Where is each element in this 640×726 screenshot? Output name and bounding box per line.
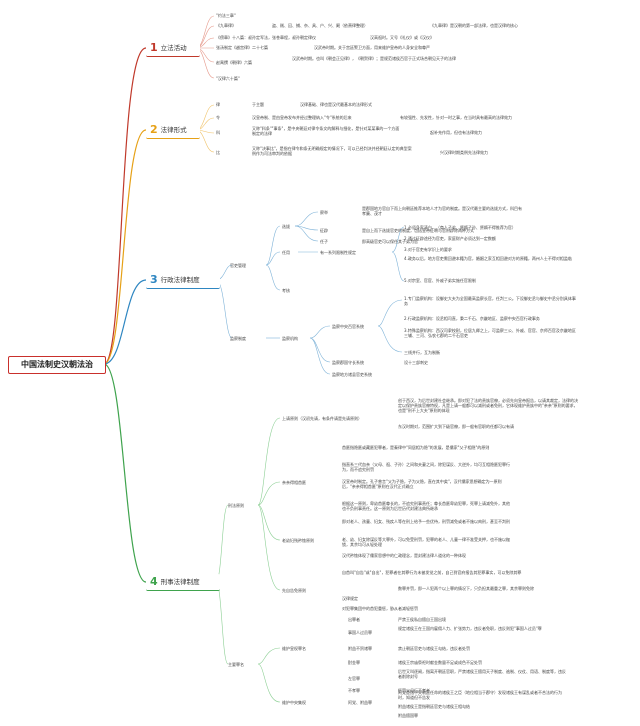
crime-desc: 规定诸侯王在王国内雇佣人力、扩张势力，违反者免职，违反则犯"事国人过员"罪: [398, 626, 542, 631]
form-key: 律: [216, 102, 220, 107]
topic-text: 《傍章》十八篇：叔孙定军法，张苍章程，叔孙朝定律仪: [216, 35, 316, 40]
topic-text: 察举: [320, 210, 328, 215]
topic-text: 张汤制定《越宫律》二十七篇: [216, 45, 268, 50]
form-key: 科: [216, 130, 220, 135]
topic-text: 维护皇权罪名: [282, 646, 306, 651]
topic-text: 刑法原则: [228, 503, 244, 508]
topic-text: 即对老人、孩童、妇女、残疾人等在刑上给予一些优待，刑罚减免或者不施以肉刑，甚至不…: [342, 519, 510, 524]
topic-text: 维护中央集权: [282, 700, 306, 705]
topic-text: 征辟: [320, 228, 328, 233]
topic-text: 汉高祖时。又号《礼仪》或《汉仪》: [370, 35, 434, 40]
form-effect: 有较强性、先发性，针对一时之事，在当时具有最高的法律效力: [400, 115, 512, 120]
topic-text: 官吏管理: [230, 263, 246, 268]
form-effect: 兴汉律时期类例先法律效力: [440, 150, 488, 155]
list-item: 2.行政监察机构：设丞相司直，秉二千石、京畿地区、监察中央百官行政事务: [404, 316, 540, 321]
form-desc: 又称"科条""事条"，是中央朝廷对律令条文的解释与细化，是针对某某事的一个方面制…: [252, 126, 400, 137]
topic-text: 汉武帝时期。也叫《朝会正见律》，《朝贺律》；是规范诸侯百官于正式场合朝见天子的法…: [292, 56, 456, 61]
list-item: 3.对于官吏有学识上的要求: [404, 247, 452, 252]
crime-name: 出罪者: [348, 617, 360, 622]
crime-desc: 诸侯王宗庙祭祀时献金数量不足或成色不足处罚: [398, 660, 482, 665]
topic-text: 汉律规定: [342, 596, 358, 601]
form-effect: 汉律基础、律也是汉代最基本的法律形式: [300, 102, 372, 107]
topic-text: 《九章律》: [216, 23, 236, 28]
branch-label: 行政法律制度: [160, 276, 200, 284]
topic-text: 自首叫"自告"或"自出"，犯罪者在其罪行为未被发觉之前，自己到官府报告其犯罪事实…: [342, 570, 522, 575]
topic-text: "汉律六十篇": [216, 76, 240, 81]
form-key: 比: [216, 150, 220, 155]
crime-name: 事国人过员罪: [348, 630, 372, 635]
topic-text: 根据这一原则，卑幼首匿尊长的，不追究刑事责任；尊长首匿卑幼犯罪，死罪上请减免外，…: [342, 501, 510, 512]
topic-text: 汉代矜恤体现了儒家思想中的仁政理念，是封建法律人道化的一种体现: [342, 553, 466, 558]
form-desc: 又称"决事比"，是指在律令和条无明确规定的情况下，可以已经判决并经朝廷认定的典型…: [252, 146, 412, 157]
topic-text: 三线并行，互为制衡: [404, 350, 440, 355]
topic-text: 老幼妇残矜恤原则: [282, 538, 314, 543]
topic-text: 任用: [282, 250, 290, 255]
topic-text: 监察郡国守长系统: [332, 360, 364, 365]
topic-text: 盗、贼、囚、捕、杂、具、户、兴、厩（依萧律整理）: [272, 23, 368, 28]
branch-label: 法律形式: [160, 126, 187, 134]
form-desc: 汉皇帝制、是由皇帝发布并经过整理纳入"令"系统的后来: [252, 115, 352, 120]
topic-text: 即高级官吏可以保任其子弟为官: [362, 239, 418, 244]
topic-text: 是自上而下选拔官吏的制度，包括皇帝征聘与官府辟除两种方式: [362, 228, 474, 233]
topic-text: 创于西汉，为后世封建社会继承。即对犯了法的贵族官僚，必须先向皇帝报告，以请其裁定…: [398, 398, 578, 414]
branch-number: 4: [150, 575, 158, 588]
topic-text: 东汉时期对，范围扩大到下级官僚，即一般有官职的任都可以有请: [398, 424, 514, 429]
crime-desc: 后世又叫逐阙，指离开朝廷官职，严禁诸侯王擅用天子制度、逾制、仪仗、用语、制度等，…: [398, 669, 566, 680]
crime-desc: 禁止朝廷官吏与诸侯王勾结，违反者处罚: [398, 646, 470, 651]
topic-text: 老、幼、妇女除谋反等大罪外，可以免受刑罚，犯罪的老人、儿童一律不准受关押，也不施…: [342, 537, 510, 548]
topic-text: 赵禹撰《朝律》六篇: [216, 60, 252, 65]
topic-text: 选拔: [282, 224, 290, 229]
list-item: 3.特殊监察机构：西汉司隶校尉，位居九卿之上，可监察三公、外戚、官官、京师百官及…: [404, 328, 576, 339]
topic-text: 监察机构: [282, 336, 298, 341]
list-item: 4.政务以后，地方官吏需回避本籍为官，婚姻之家互相回避对方的原籍，两州人士不得对…: [404, 256, 572, 261]
topic-text: 监察地方诸县官吏系统: [332, 372, 372, 377]
crime-name: 附益不贸诸罪: [348, 646, 372, 651]
topic-text: 亲亲得相首匿: [282, 480, 306, 485]
topic-text: 主要罪名: [228, 662, 244, 667]
list-item: 1.必须身家清白，（商人子弟、赘婿子孙、赘婿不得推荐为官）: [404, 225, 516, 230]
branch-label: 刑事法律制度: [160, 578, 200, 586]
topic-text: 数罪并罚，即一人犯两个以上罪的情况下，只负担其最重之罪，其余罪则免除: [398, 586, 534, 591]
topic-text: 是郡国地方官自下而上向朝廷推荐本地人才为官的制度。是汉代最主要的选拔方式，科目有…: [362, 206, 522, 217]
form-desc: 于主题: [252, 102, 264, 107]
topic-text: 对犯罪集团中的首犯重惩，胁从者减轻惩罚: [342, 606, 418, 611]
topic-text: 上请原则（汉初先请，有条件请是先请原则）: [282, 416, 362, 421]
form-key: 令: [216, 115, 220, 120]
list-item: 5.对宗室、官宦、外戚子弟实施任官限制: [404, 278, 476, 283]
crime-name: 不孝罪: [348, 688, 360, 693]
crime-name: 左官罪: [348, 676, 360, 681]
crime-desc: 附益诸侯王是指朝廷官吏与诸侯王相勾结: [398, 704, 470, 709]
topic-text: 先自告免原则: [282, 588, 306, 593]
topic-text: 任子: [320, 239, 328, 244]
topic-text: 汉宣帝时制定。孔子曾言"父为子隐，子为父隐，直在其中矣"，汉代儒家思想确定为一原…: [342, 479, 502, 490]
branch-label: 立法活动: [160, 44, 187, 52]
topic-text: 有一系列限制性规定: [320, 250, 356, 255]
crime-desc: 附益擅国罪: [398, 713, 418, 718]
topic-text: 《九章律》是汉朝的第一部法律，也是汉律的核心: [430, 23, 518, 28]
topic-text: 监察制度: [230, 336, 246, 341]
list-item: 2.通过征辟途径为官吏，家庭财产必须达到一定数额: [404, 236, 496, 241]
topic-text: 指直系三代血亲（父母、祖、子孙）之间和夫妻之间，除犯谋反、大逆外，均可互相隐匿犯…: [342, 462, 510, 473]
crime-name: 阿党、附益罪: [348, 700, 372, 705]
topic-text: 设十三部刺史: [404, 360, 428, 365]
list-item: 1.专门监察机构：设御史大夫为全国最高监察长官，任判三公。下设御史丞与御史中丞分…: [404, 296, 576, 307]
topic-text: 汉武帝时期。关于宫廷警卫方面，用来维护皇帝的人身安全和尊严: [314, 45, 430, 50]
topic-text: "约法三章": [216, 13, 236, 18]
crime-desc: 严禁王侯私自擅自王国出境: [398, 617, 446, 622]
branch-number: 1: [150, 41, 158, 54]
root-topic: 中国法制史汉朝法治: [8, 356, 106, 374]
crime-desc: 惩罚父母行不孝者: [398, 688, 430, 693]
topic-text: 考核: [282, 288, 290, 293]
topic-text: 首匿指隐匿或藏匿犯罪者，是秦律中"同居相为隐"的发展，是儒家"父子相隐"的原则: [342, 445, 490, 450]
form-effect: 起补充作用，但也有法律效力: [430, 130, 482, 135]
crime-desc: 阿党是指中央朝廷任命的诸侯王之臣（地位相当于郡守）发现诸侯王有谋乱或者不合法的行…: [398, 690, 562, 701]
crime-name: 酎金罪: [348, 660, 360, 665]
topic-text: 监察中央百官系统: [332, 324, 364, 329]
branch-number: 2: [150, 123, 158, 136]
branch-number: 3: [150, 273, 158, 286]
